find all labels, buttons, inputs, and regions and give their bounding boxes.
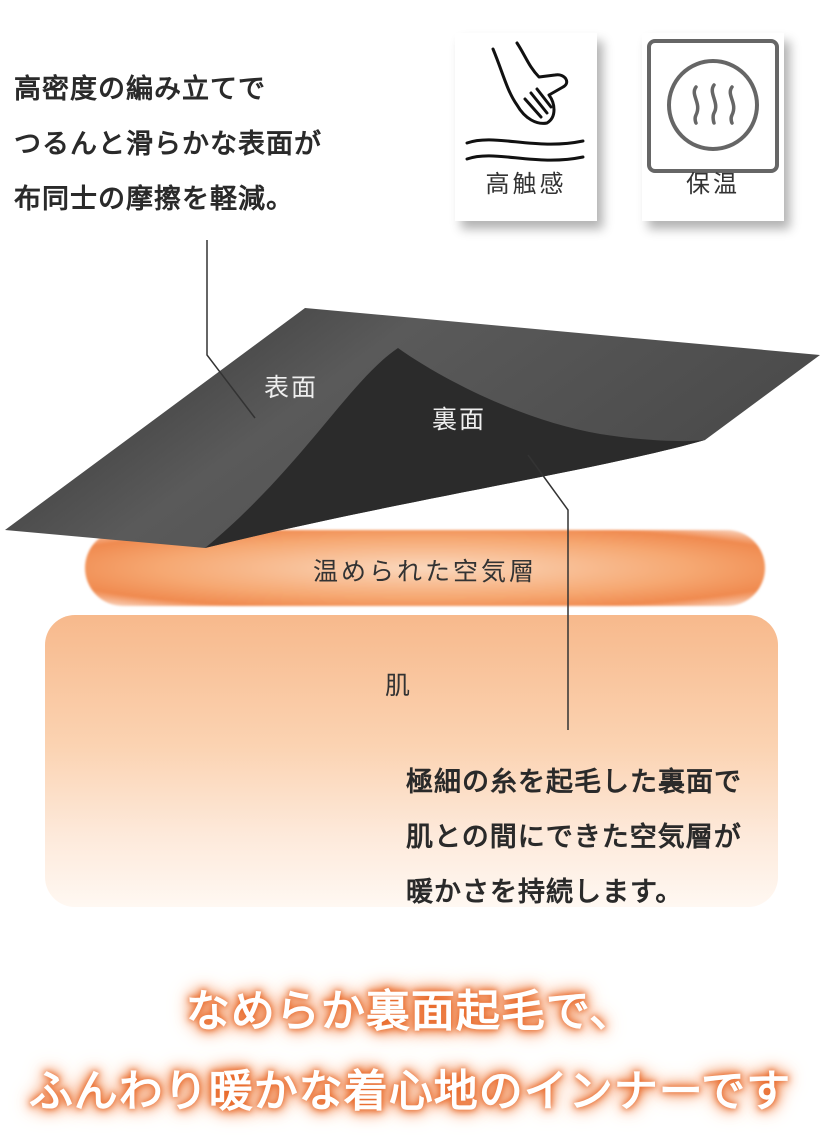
fabric-back [205, 348, 705, 548]
top-description: 高密度の編み立てで つるんと滑らかな表面が 布同士の摩擦を軽減。 [14, 62, 322, 227]
back-label: 裏面 [432, 405, 487, 434]
feature-card-warmth: 保温 [642, 33, 784, 221]
description-line: 布同士の摩擦を軽減。 [14, 184, 294, 215]
skin-layer [45, 615, 778, 907]
description-line: 肌との間にできた空気層が [406, 822, 742, 853]
description-line: 高密度の編み立てで [14, 74, 266, 105]
air-layer-label: 温められた空気層 [312, 557, 537, 586]
description-line: 暖かさを持続します。 [406, 877, 684, 908]
leader-line-surface [206, 240, 256, 419]
feature-label: 高触感 [485, 170, 567, 198]
feature-card-touch: 高触感 [455, 33, 597, 221]
skin-label: 肌 [385, 671, 411, 700]
hand-touch-icon [465, 41, 585, 162]
surface-label: 表面 [264, 373, 319, 402]
description-line: 極細の糸を起毛した裏面で [406, 767, 742, 798]
feature-label: 保温 [686, 170, 740, 198]
headline-line-2: ふんわり暖かな着心地のインナーです [28, 1066, 792, 1117]
headline-line-1: なめらか裏面起毛で、 [185, 986, 635, 1037]
description-line: つるんと滑らかな表面が [14, 129, 322, 160]
heat-retention-icon [647, 39, 779, 173]
bottom-description: 極細の糸を起毛した裏面で 肌との間にできた空気層が 暖かさを持続します。 [406, 755, 742, 920]
leader-line-back [527, 454, 569, 730]
fabric-diagram [5, 240, 820, 730]
